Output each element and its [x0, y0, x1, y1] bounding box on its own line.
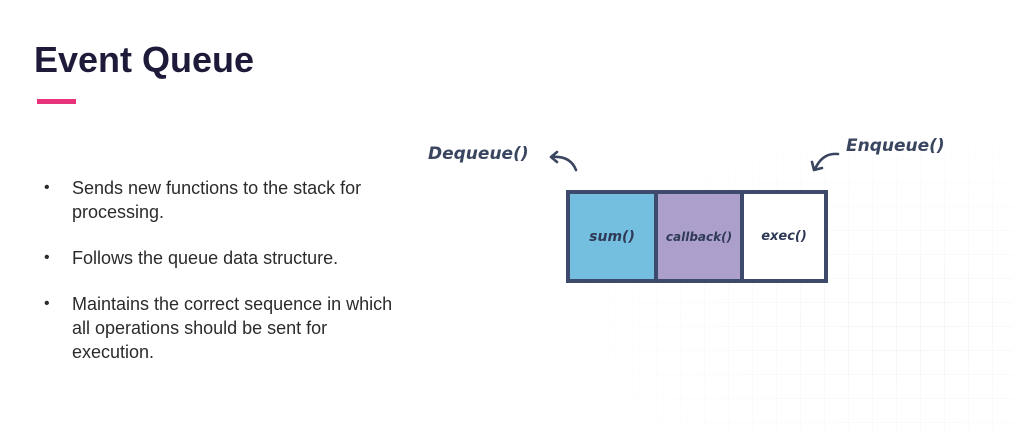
queue-item: sum(): [570, 194, 658, 279]
bullet-list: • Sends new functions to the stack for p…: [42, 176, 402, 386]
queue-item: callback(): [658, 194, 744, 279]
queue-item-label: sum(): [589, 228, 635, 245]
queue-container: sum() callback() exec(): [566, 190, 828, 283]
bullet-text: Follows the queue data structure.: [72, 248, 339, 268]
bullet-marker: •: [44, 249, 50, 266]
bullet-item: • Maintains the correct sequence in whic…: [42, 292, 402, 364]
bullet-item: • Sends new functions to the stack for p…: [42, 176, 402, 224]
bullet-text: Maintains the correct sequence in which …: [72, 294, 393, 362]
curved-arrow-left-icon: [549, 150, 578, 172]
queue-item-label: exec(): [761, 229, 807, 244]
enqueue-label: Enqueue(): [846, 136, 945, 156]
curved-arrow-down-left-icon: [810, 152, 840, 172]
title-accent-bar: [37, 99, 76, 104]
dequeue-label: Dequeue(): [428, 144, 529, 164]
queue-item-label: callback(): [665, 229, 733, 244]
queue-item: exec(): [744, 194, 824, 279]
bullet-item: • Follows the queue data structure.: [42, 246, 402, 270]
bullet-marker: •: [44, 179, 50, 196]
page-title: Event Queue: [34, 39, 255, 80]
bullet-text: Sends new functions to the stack for pro…: [72, 178, 362, 222]
bullet-marker: •: [44, 295, 50, 312]
